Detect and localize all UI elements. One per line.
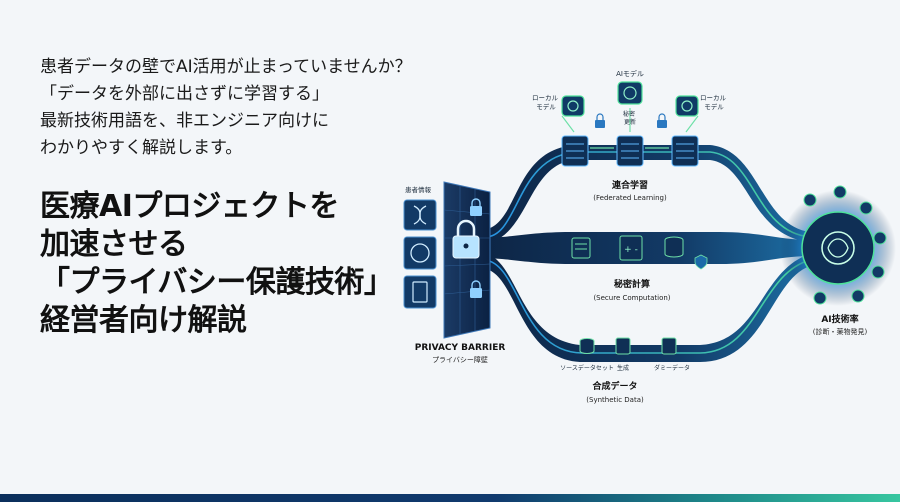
federated-subtitle: (Federated Learning) (593, 194, 667, 202)
intro-text: 患者データの壁でAI活用が止まっていませんか？ 「データを外部に出さずに学習する… (40, 54, 460, 162)
flow-bands (480, 145, 811, 362)
dna-icon (403, 199, 437, 231)
clipboard-icon (851, 289, 865, 303)
local-model-right-line-1: ローカル (700, 94, 727, 102)
federated-model-top-label: AIモデル (616, 69, 644, 78)
target-title: AI技術率 (821, 313, 858, 325)
title-line-3: 「プライバシー保護技術」 (40, 265, 394, 300)
bottom-accent-bar (0, 494, 900, 502)
synthetic-step-source: ソースデータセット (560, 364, 614, 372)
brain-chip-icon (675, 95, 699, 117)
dummy-data-icon (661, 337, 677, 355)
server-icon (561, 135, 589, 167)
secret-update-line-1: 秘密 (623, 110, 635, 118)
federated-models: AIモデル ローカル モデル ローカル モデル 秘密 更新 (532, 69, 728, 126)
federated-servers (561, 108, 699, 167)
barrier-sublabel: プライバシー障壁 (432, 355, 488, 364)
server-icon (671, 135, 699, 167)
lock-icon (595, 113, 605, 128)
local-model-left-line-1: ローカル (532, 94, 559, 102)
federated-title: 連合学習 (612, 179, 648, 191)
barrier-label: PRIVACY BARRIER (415, 343, 506, 353)
medical-icons-ring (803, 185, 887, 305)
title-line-1: 医療AIプロジェクトを (40, 189, 339, 224)
synthetic-data-icons: ソースデータセット 生成 ダミーデータ (560, 337, 690, 372)
brain-chip-icon (561, 95, 585, 117)
local-model-right-label: ローカル モデル (700, 94, 728, 111)
local-model-left-label: ローカル モデル (532, 94, 560, 111)
secret-update-line-2: 更新 (624, 118, 636, 126)
molecule-icon (871, 265, 885, 279)
source-label: 患者情報 (405, 185, 432, 194)
microscope-icon (833, 185, 847, 199)
intro-line-4: わかりやすく解説します。 (40, 138, 243, 158)
brain-scan-icon (403, 236, 437, 270)
synthetic-title: 合成データ (592, 380, 637, 392)
secure-subtitle: (Secure Computation) (593, 294, 670, 302)
privacy-tech-diagram: AIモデル ローカル モデル ローカル モデル 秘密 更新 連合学習 (Fede… (403, 69, 896, 404)
ai-brain-icon (821, 231, 855, 265)
heart-rate-icon (803, 193, 817, 207)
svg-text:+ -: + - (624, 245, 638, 255)
privacy-barrier (443, 181, 491, 339)
local-model-right-line-2: モデル (704, 102, 724, 111)
target-subtitle: (診断・薬物発見) (813, 327, 868, 336)
dna-icon (813, 291, 827, 305)
title-line-2: 加速させる (40, 227, 188, 262)
synthetic-step-dummy: ダミーデータ (654, 364, 690, 372)
secret-update-label: 秘密 更新 (623, 110, 637, 126)
calculator-icon: + - (619, 235, 643, 261)
database-icon (664, 236, 684, 258)
page-title: 医療AIプロジェクトを 加速させる 「プライバシー保護技術」 経営者向け解説 (40, 188, 460, 340)
medical-record-icon (403, 275, 437, 309)
document-icon (571, 237, 591, 259)
secure-computation-icons: + - (571, 235, 708, 270)
lock-icon (470, 198, 482, 216)
generate-icon (615, 337, 631, 355)
server-icon (616, 135, 644, 167)
lock-icon (470, 280, 482, 298)
lock-icon (657, 113, 667, 128)
brain-chip-icon (617, 81, 643, 105)
pill-icon (859, 201, 873, 215)
synthetic-step-generate: 生成 (617, 364, 629, 372)
database-icon (579, 338, 595, 354)
secure-title: 秘密計算 (614, 278, 650, 290)
synthetic-subtitle: (Synthetic Data) (586, 396, 644, 404)
intro-line-1: 患者データの壁でAI活用が止まっていませんか？ (40, 57, 412, 77)
shield-icon (694, 254, 708, 270)
ai-target (780, 185, 896, 306)
title-line-4: 経営者向け解説 (40, 303, 247, 338)
capsule-icon (873, 231, 887, 245)
intro-line-3: 最新技術用語を、非エンジニア向けに (40, 111, 329, 131)
local-model-left-line-2: モデル (536, 102, 556, 111)
intro-line-2: 「データを外部に出さずに学習する」 (40, 84, 329, 104)
lock-icon (452, 219, 480, 259)
patient-data-sources: 患者情報 (403, 185, 437, 309)
